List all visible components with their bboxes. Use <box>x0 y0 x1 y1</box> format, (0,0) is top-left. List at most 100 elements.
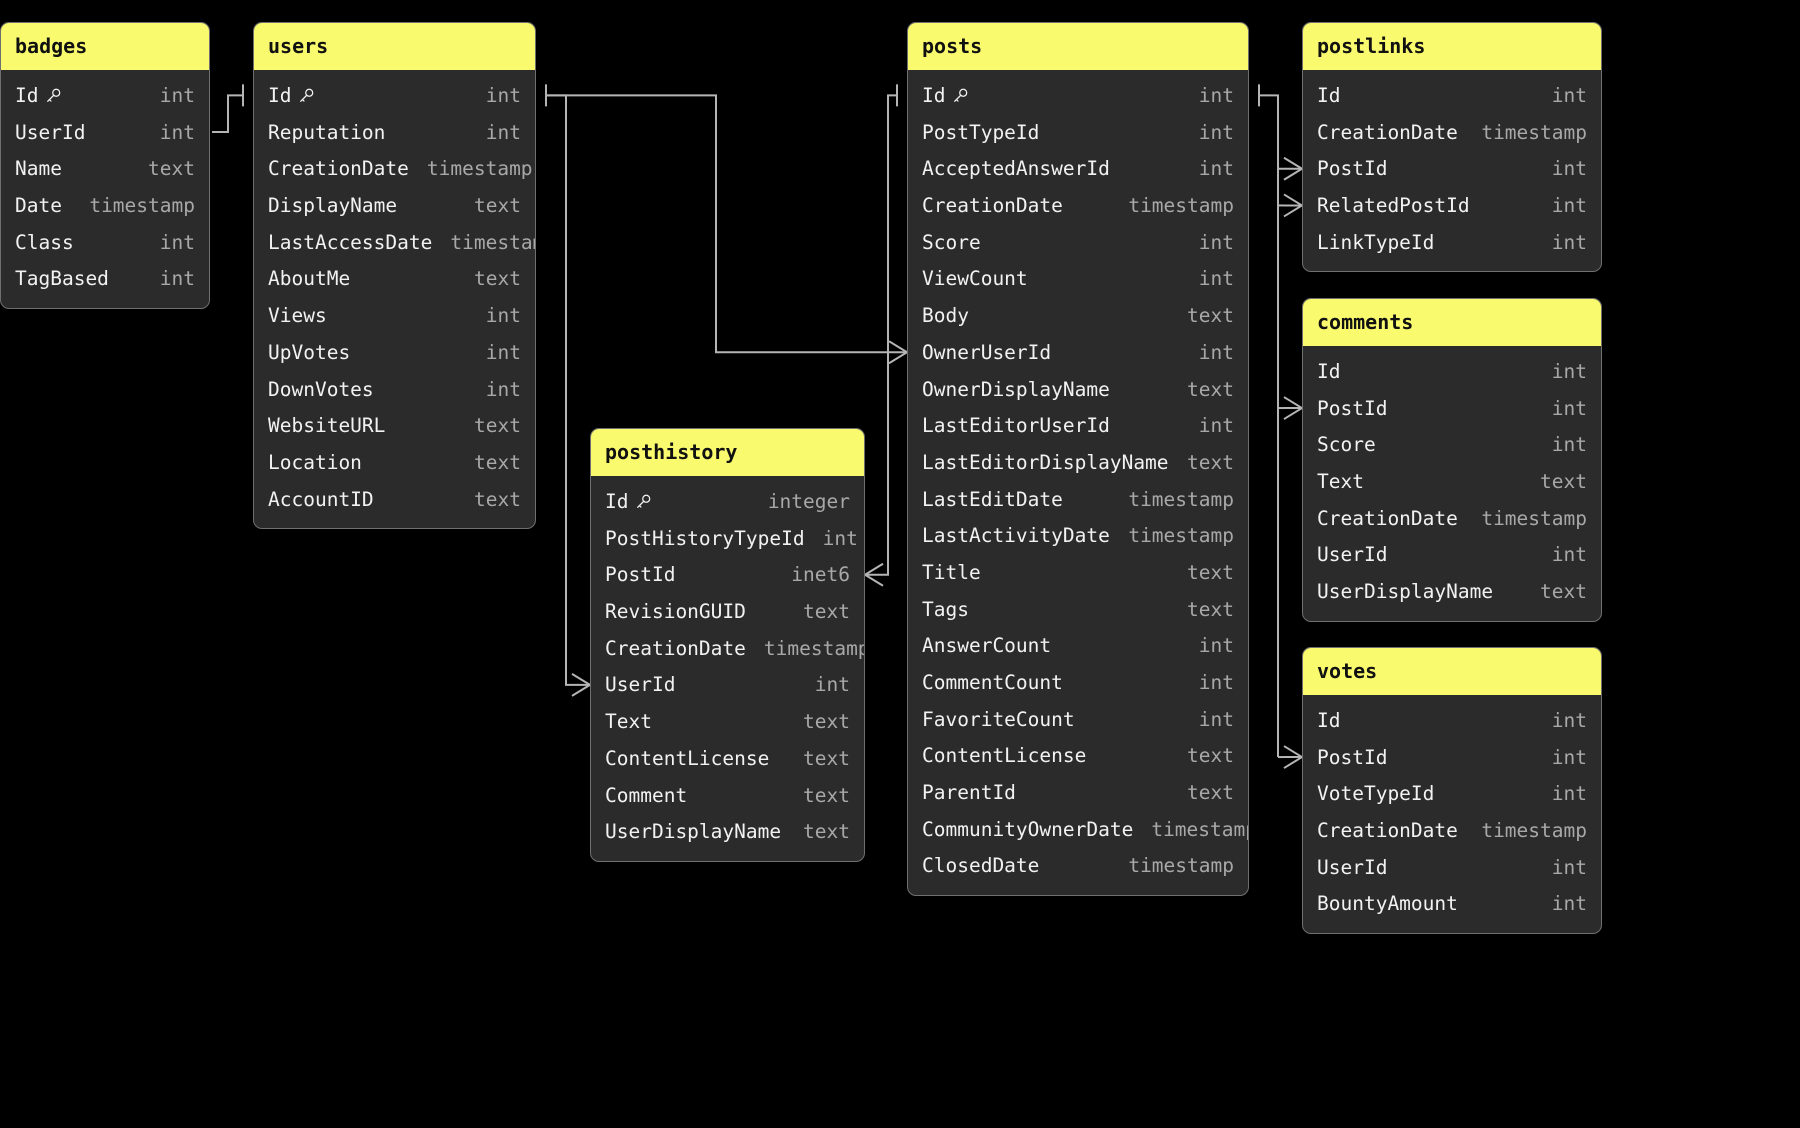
column-type: int <box>485 120 521 144</box>
column-type: int <box>1551 360 1587 383</box>
edge-users-badges <box>212 94 243 134</box>
column-type: int <box>822 526 858 550</box>
column-type: timestamp <box>1128 854 1234 878</box>
column-row[interactable]: LastAccessDatetimestamp <box>254 225 535 262</box>
column-name: Id <box>268 78 315 115</box>
column-type: timestamp <box>1128 487 1234 511</box>
column-type: text <box>1187 597 1234 621</box>
column-name: Id <box>1317 360 1341 383</box>
column-name: UserId <box>15 120 86 144</box>
column-name: ContentLicense <box>922 744 1087 768</box>
column-type: int <box>485 304 521 328</box>
crowsfoot-posts-owneruserid <box>888 340 908 354</box>
column-row[interactable]: Id int <box>1303 354 1601 391</box>
column-type: int <box>1551 892 1587 916</box>
table-title-posts: posts <box>908 23 1248 70</box>
column-type: int <box>1198 84 1234 107</box>
column-type: int <box>159 230 195 254</box>
column-type: int <box>1551 855 1587 879</box>
column-type: text <box>803 746 850 770</box>
column-type: timestamp <box>426 157 533 181</box>
edge-posts-right-trunk <box>1259 94 1279 758</box>
column-name: PostId <box>1317 157 1388 181</box>
column-type: timestamp <box>89 194 195 218</box>
column-name: ViewCount <box>922 267 1028 291</box>
